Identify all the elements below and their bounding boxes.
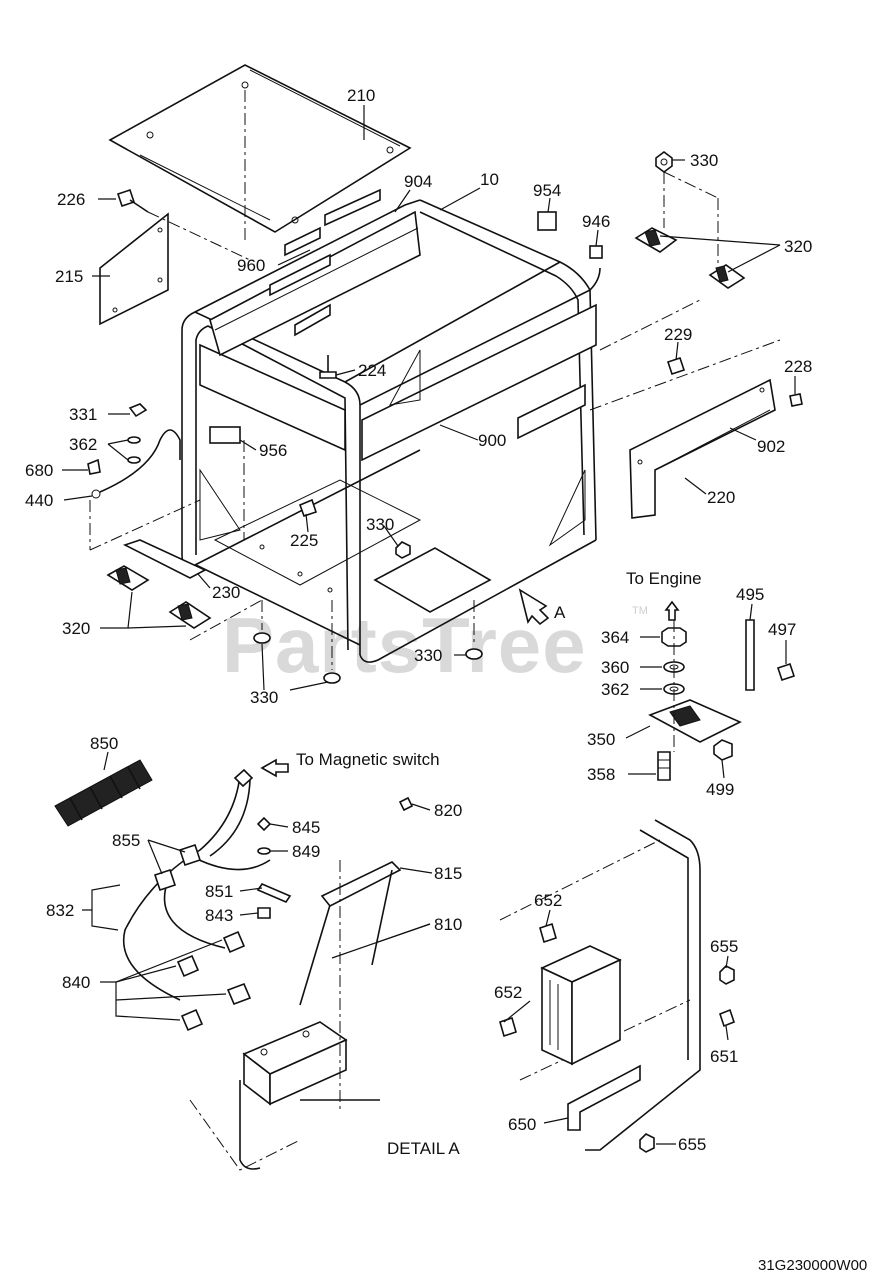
callout-215: 215: [55, 267, 83, 286]
leader-lines: [62, 105, 796, 1145]
callout-10: 10: [480, 170, 499, 189]
callout-228: 228: [784, 357, 812, 376]
callout-900: 900: [478, 431, 506, 450]
callout-946: 946: [582, 212, 610, 231]
callout-labels: 210 226 215 904 10 954 946 960 330 320 2…: [25, 86, 867, 1274]
callout-850: 850: [90, 734, 118, 753]
callout-330-bottom-mid: 330: [414, 646, 442, 665]
to-engine-note: To Engine: [626, 569, 702, 588]
callout-650: 650: [508, 1115, 536, 1134]
arrow-up-icon: [664, 600, 680, 621]
callout-358: 358: [587, 765, 615, 784]
view-a-label: A: [554, 603, 566, 622]
bolt-228: [789, 393, 803, 407]
callout-220: 220: [707, 488, 735, 507]
callout-849: 849: [292, 842, 320, 861]
callout-350: 350: [587, 730, 615, 749]
frame-assembly: [87, 64, 803, 684]
callout-810: 810: [434, 915, 462, 934]
callout-229: 229: [664, 325, 692, 344]
callout-904: 904: [404, 172, 432, 191]
callout-954: 954: [533, 181, 561, 200]
nut-330-bottom-left: [253, 632, 271, 644]
frame-10: [181, 188, 603, 663]
cable-boot-850: [54, 759, 153, 827]
callout-845: 845: [292, 818, 320, 837]
callout-364: 364: [601, 628, 629, 647]
callout-680: 680: [25, 461, 53, 480]
bracket-220: [629, 378, 776, 519]
ground-cable: [87, 403, 181, 499]
bolt-225: [298, 498, 318, 518]
callout-655-top: 655: [710, 937, 738, 956]
mount-320-left: [106, 565, 212, 629]
nut-330-bottom-mid: [465, 648, 483, 660]
callout-224: 224: [358, 361, 386, 380]
bolt-229: [666, 356, 686, 376]
callout-651: 651: [710, 1047, 738, 1066]
bolt-226: [116, 188, 149, 213]
drawing-code: 31G230000W00: [758, 1257, 867, 1274]
nut-330-mid: [395, 541, 411, 559]
detail-a: [499, 819, 735, 1153]
callout-320-left: 320: [62, 619, 90, 638]
detail-a-label: DETAIL A: [387, 1139, 460, 1158]
callout-840: 840: [62, 973, 90, 992]
callout-495: 495: [736, 585, 764, 604]
plate-230: [122, 539, 207, 579]
callout-652-bottom: 652: [494, 983, 522, 1002]
arrow-right-icon: [260, 758, 289, 778]
callout-902: 902: [757, 437, 785, 456]
callout-360: 360: [601, 658, 629, 677]
callout-655-bottom: 655: [678, 1135, 706, 1154]
callout-843: 843: [205, 906, 233, 925]
callout-960: 960: [237, 256, 265, 275]
callout-499: 499: [706, 780, 734, 799]
side-panel-215: [99, 212, 169, 326]
battery-assembly: [54, 758, 414, 1171]
callout-225: 225: [290, 531, 318, 550]
callout-330-top: 330: [690, 151, 718, 170]
callout-440: 440: [25, 491, 53, 510]
mount-320-top: [634, 227, 746, 289]
construction-lines: [89, 90, 781, 670]
callout-851: 851: [205, 882, 233, 901]
callout-362-left: 362: [69, 435, 97, 454]
view-arrow-a: [518, 588, 550, 626]
nut-330-top: [655, 151, 673, 173]
callout-330-mid: 330: [366, 515, 394, 534]
nut-330-bottom-right: [323, 672, 341, 684]
callout-652-top: 652: [534, 891, 562, 910]
callout-210: 210: [347, 86, 375, 105]
watermark-trademark: TM: [632, 605, 648, 617]
callout-956: 956: [259, 441, 287, 460]
callout-330-bottom-left: 330: [250, 688, 278, 707]
watermark: PartsTree TM: [222, 601, 648, 689]
callout-832: 832: [46, 901, 74, 920]
bolt-224: [319, 355, 337, 379]
callout-362-right: 362: [601, 680, 629, 699]
callout-320-top: 320: [784, 237, 812, 256]
top-cover-210: [108, 64, 412, 233]
callout-226: 226: [57, 190, 85, 209]
engine-mount-detail: [648, 600, 796, 781]
callout-497: 497: [768, 620, 796, 639]
callout-331: 331: [69, 405, 97, 424]
callout-815: 815: [434, 864, 462, 883]
callout-855: 855: [112, 831, 140, 850]
callout-230: 230: [212, 583, 240, 602]
to-magnetic-switch-note: To Magnetic switch: [296, 750, 440, 769]
callout-820: 820: [434, 801, 462, 820]
